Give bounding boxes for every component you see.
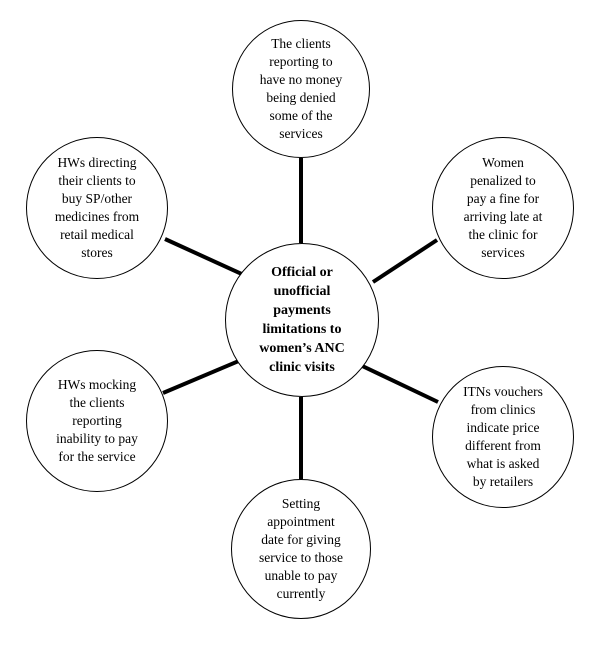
connector-bottom-right [355, 361, 439, 404]
node-bottom-left-label: HWs mocking the clients reporting inabil… [56, 377, 138, 464]
node-top-right-label: Women penalized to pay a fine for arrivi… [463, 155, 543, 260]
connector-top-right [371, 238, 439, 284]
node-bottom-right: ITNs vouchers from clinics indicate pric… [432, 366, 574, 508]
center-node: Official or unofficial payments limitati… [225, 243, 379, 397]
node-top: The clients reporting to have no money b… [232, 20, 370, 158]
node-top-label: The clients reporting to have no money b… [259, 36, 343, 141]
node-top-left: HWs directing their clients to buy SP/ot… [26, 137, 168, 279]
node-bottom-left: HWs mocking the clients reporting inabil… [26, 350, 168, 492]
node-bottom: Setting appointment date for giving serv… [231, 479, 371, 619]
center-node-label: Official or unofficial payments limitati… [259, 265, 345, 375]
node-bottom-label: Setting appointment date for giving serv… [259, 496, 343, 601]
node-bottom-right-label: ITNs vouchers from clinics indicate pric… [463, 384, 543, 489]
node-top-right: Women penalized to pay a fine for arrivi… [432, 137, 574, 279]
node-top-left-label: HWs directing their clients to buy SP/ot… [54, 155, 140, 260]
